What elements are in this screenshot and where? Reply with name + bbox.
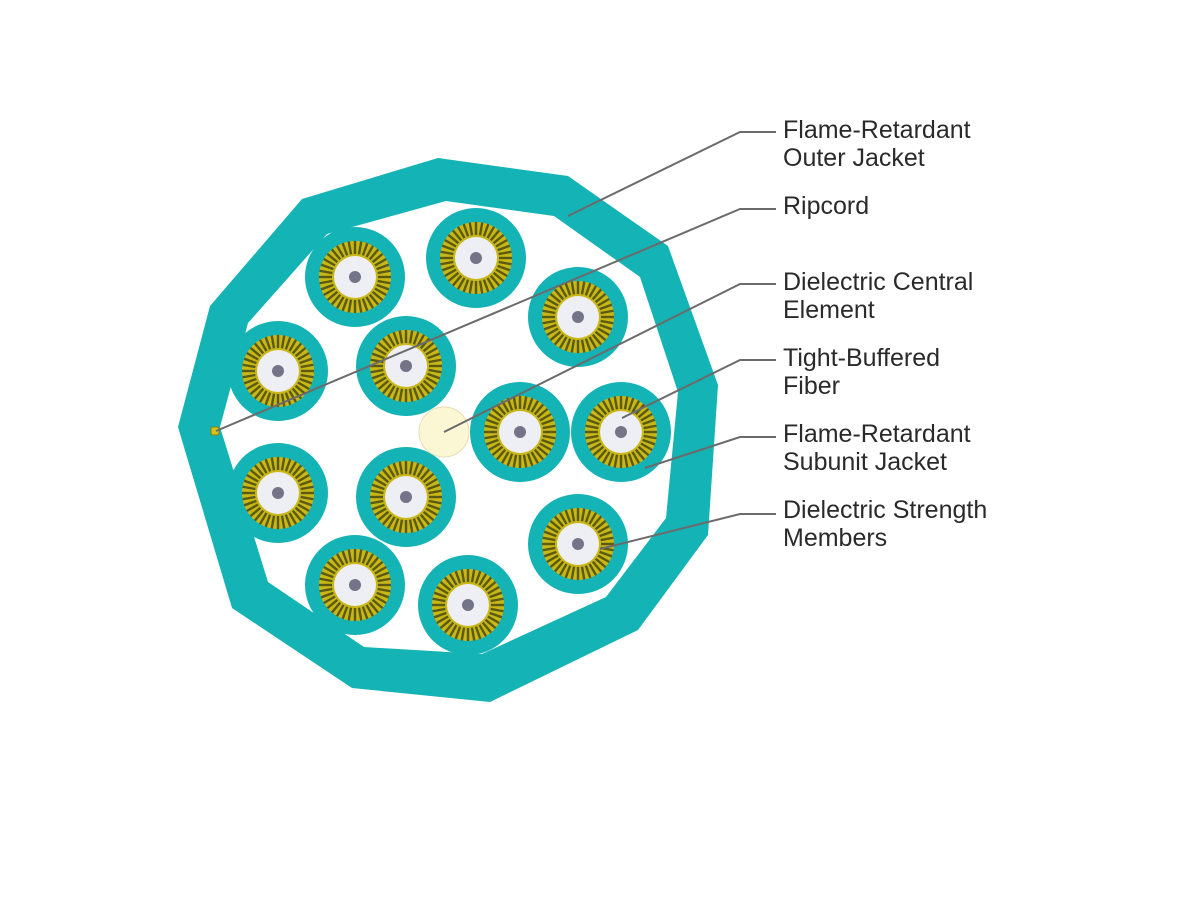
callout-labels: Flame-Retardant Outer Jacket Ripcord Die… — [783, 116, 994, 552]
fiber-core — [462, 599, 474, 611]
subunit — [305, 535, 405, 635]
cable — [178, 158, 718, 702]
subunit — [528, 494, 628, 594]
strength-member-yarns — [585, 396, 657, 468]
strength-member-yarns — [440, 222, 512, 294]
ripcord — [210, 426, 220, 436]
strength-member-yarns — [319, 549, 391, 621]
strength-member-yarns — [242, 457, 314, 529]
leader-ripcord — [215, 208, 776, 432]
leader-outer-jacket — [567, 131, 776, 217]
subunit — [470, 382, 570, 482]
subunit-group — [228, 208, 671, 655]
subunit — [418, 555, 518, 655]
subunit — [528, 267, 628, 367]
strength-member-yarns — [370, 330, 442, 402]
leader-central-element — [443, 283, 776, 433]
fiber-core — [514, 426, 526, 438]
strength-member-yarns — [242, 335, 314, 407]
fiber-core — [349, 271, 361, 283]
label-central-element: Dielectric Central Element — [783, 268, 980, 324]
subunit — [571, 382, 671, 482]
fiber-core — [615, 426, 627, 438]
leader-lines — [215, 131, 776, 550]
strength-member-yarns — [319, 241, 391, 313]
fiber-core — [400, 360, 412, 372]
fiber-core — [349, 579, 361, 591]
strength-member-yarns — [370, 461, 442, 533]
leader-subunit-jacket — [644, 436, 776, 469]
label-tight-buffered-fiber: Tight-Buffered Fiber — [783, 344, 947, 400]
fiber-core — [272, 365, 284, 377]
fiber-core — [272, 487, 284, 499]
subunit — [426, 208, 526, 308]
fiber-core — [572, 311, 584, 323]
label-strength-members: Dielectric Strength Members — [783, 496, 994, 552]
label-subunit-jacket: Flame-Retardant Subunit Jacket — [783, 420, 978, 476]
fiber-core — [572, 538, 584, 550]
fiber-core — [470, 252, 482, 264]
leader-tight-buffered-fiber — [621, 359, 776, 419]
fiber-core — [400, 491, 412, 503]
strength-member-yarns — [432, 569, 504, 641]
subunit — [228, 443, 328, 543]
label-outer-jacket: Flame-Retardant Outer Jacket — [783, 116, 978, 172]
label-ripcord: Ripcord — [783, 192, 869, 220]
leader-strength-members — [599, 513, 776, 550]
subunit — [356, 447, 456, 547]
subunit — [305, 227, 405, 327]
strength-member-yarns — [542, 281, 614, 353]
subunit — [356, 316, 456, 416]
subunit — [228, 321, 328, 421]
